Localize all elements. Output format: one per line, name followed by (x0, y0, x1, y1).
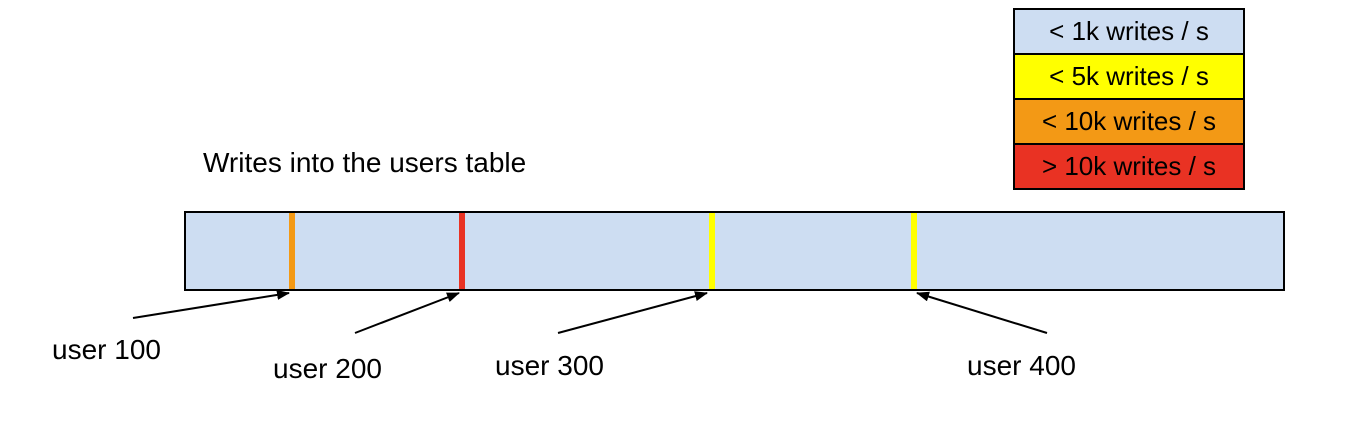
arrow-user-400 (916, 291, 1048, 334)
write-marker-user-400 (911, 213, 917, 289)
arrow-user-100 (132, 289, 290, 319)
legend-item-lt-1k-label: < 1k writes / s (1049, 16, 1209, 46)
legend-item-lt-10k-label: < 10k writes / s (1041, 106, 1217, 136)
legend-item-lt-5k-label: < 5k writes / s (1049, 61, 1209, 91)
diagram-title: Writes into the users table (203, 147, 527, 178)
legend-item-gt-10k: > 10k writes / s (1013, 143, 1245, 190)
label-user-300: user 300 (495, 350, 604, 381)
legend-item-lt-10k: < 10k writes / s (1013, 98, 1245, 145)
users-table-bar (184, 211, 1285, 291)
write-marker-user-200 (459, 213, 465, 289)
label-user-100: user 100 (52, 334, 161, 365)
arrow-user-300 (557, 291, 708, 334)
legend: < 1k writes / s < 5k writes / s < 10k wr… (1013, 8, 1245, 190)
write-marker-user-300 (709, 213, 715, 289)
legend-item-lt-5k: < 5k writes / s (1013, 53, 1245, 100)
legend-item-lt-1k: < 1k writes / s (1013, 8, 1245, 55)
write-marker-user-100 (289, 213, 295, 289)
legend-item-gt-10k-label: > 10k writes / s (1041, 151, 1217, 181)
label-user-200: user 200 (273, 353, 382, 384)
arrow-user-200 (354, 292, 460, 334)
label-user-400: user 400 (967, 350, 1076, 381)
